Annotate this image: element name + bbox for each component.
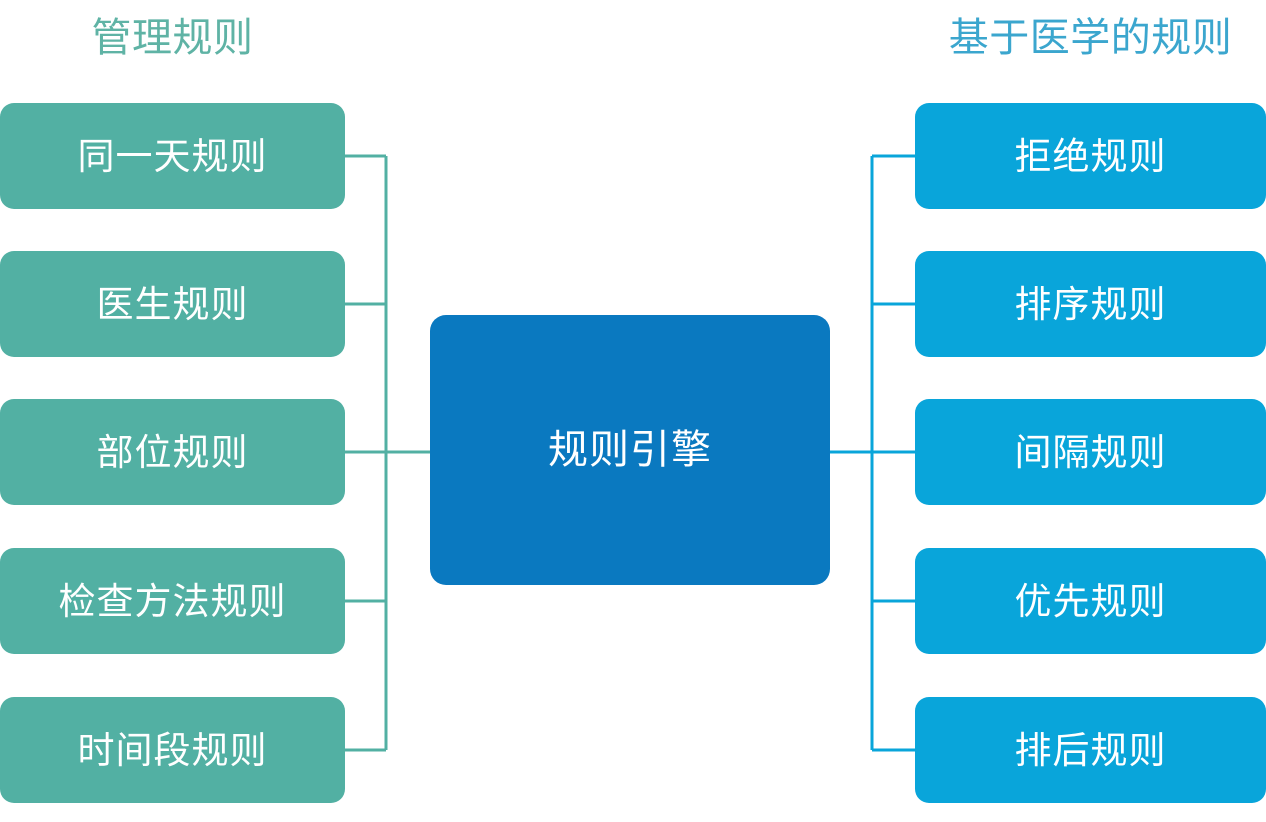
right-node-5-label: 排后规则: [1014, 729, 1167, 771]
right-node-5[interactable]: 排后规则: [915, 697, 1266, 803]
right-connector-group: [830, 154, 915, 752]
right-node-1[interactable]: 拒绝规则: [915, 103, 1266, 209]
right-node-2[interactable]: 排序规则: [915, 251, 1266, 357]
center-node-label: 规则引擎: [548, 428, 712, 472]
right-node-4-label: 优先规则: [1014, 580, 1167, 622]
right-node-4[interactable]: 优先规则: [915, 548, 1266, 654]
left-column-header: 管理规则: [91, 16, 254, 60]
center-node-rule-engine[interactable]: 规则引擎: [430, 315, 830, 585]
left-node-3-label: 部位规则: [96, 431, 249, 473]
left-node-5[interactable]: 时间段规则: [0, 697, 345, 803]
left-node-4-label: 检查方法规则: [58, 580, 287, 622]
right-node-1-label: 拒绝规则: [1014, 135, 1167, 177]
left-node-2[interactable]: 医生规则: [0, 251, 345, 357]
right-column-header: 基于医学的规则: [948, 16, 1233, 60]
left-node-5-label: 时间段规则: [77, 729, 268, 771]
left-node-1-label: 同一天规则: [77, 135, 268, 177]
left-connector-group: [345, 154, 430, 752]
left-node-3[interactable]: 部位规则: [0, 399, 345, 505]
left-node-1[interactable]: 同一天规则: [0, 103, 345, 209]
left-node-2-label: 医生规则: [96, 283, 249, 325]
right-node-3-label: 间隔规则: [1014, 431, 1167, 473]
right-node-3[interactable]: 间隔规则: [915, 399, 1266, 505]
right-node-2-label: 排序规则: [1014, 283, 1167, 325]
left-node-4[interactable]: 检查方法规则: [0, 548, 345, 654]
